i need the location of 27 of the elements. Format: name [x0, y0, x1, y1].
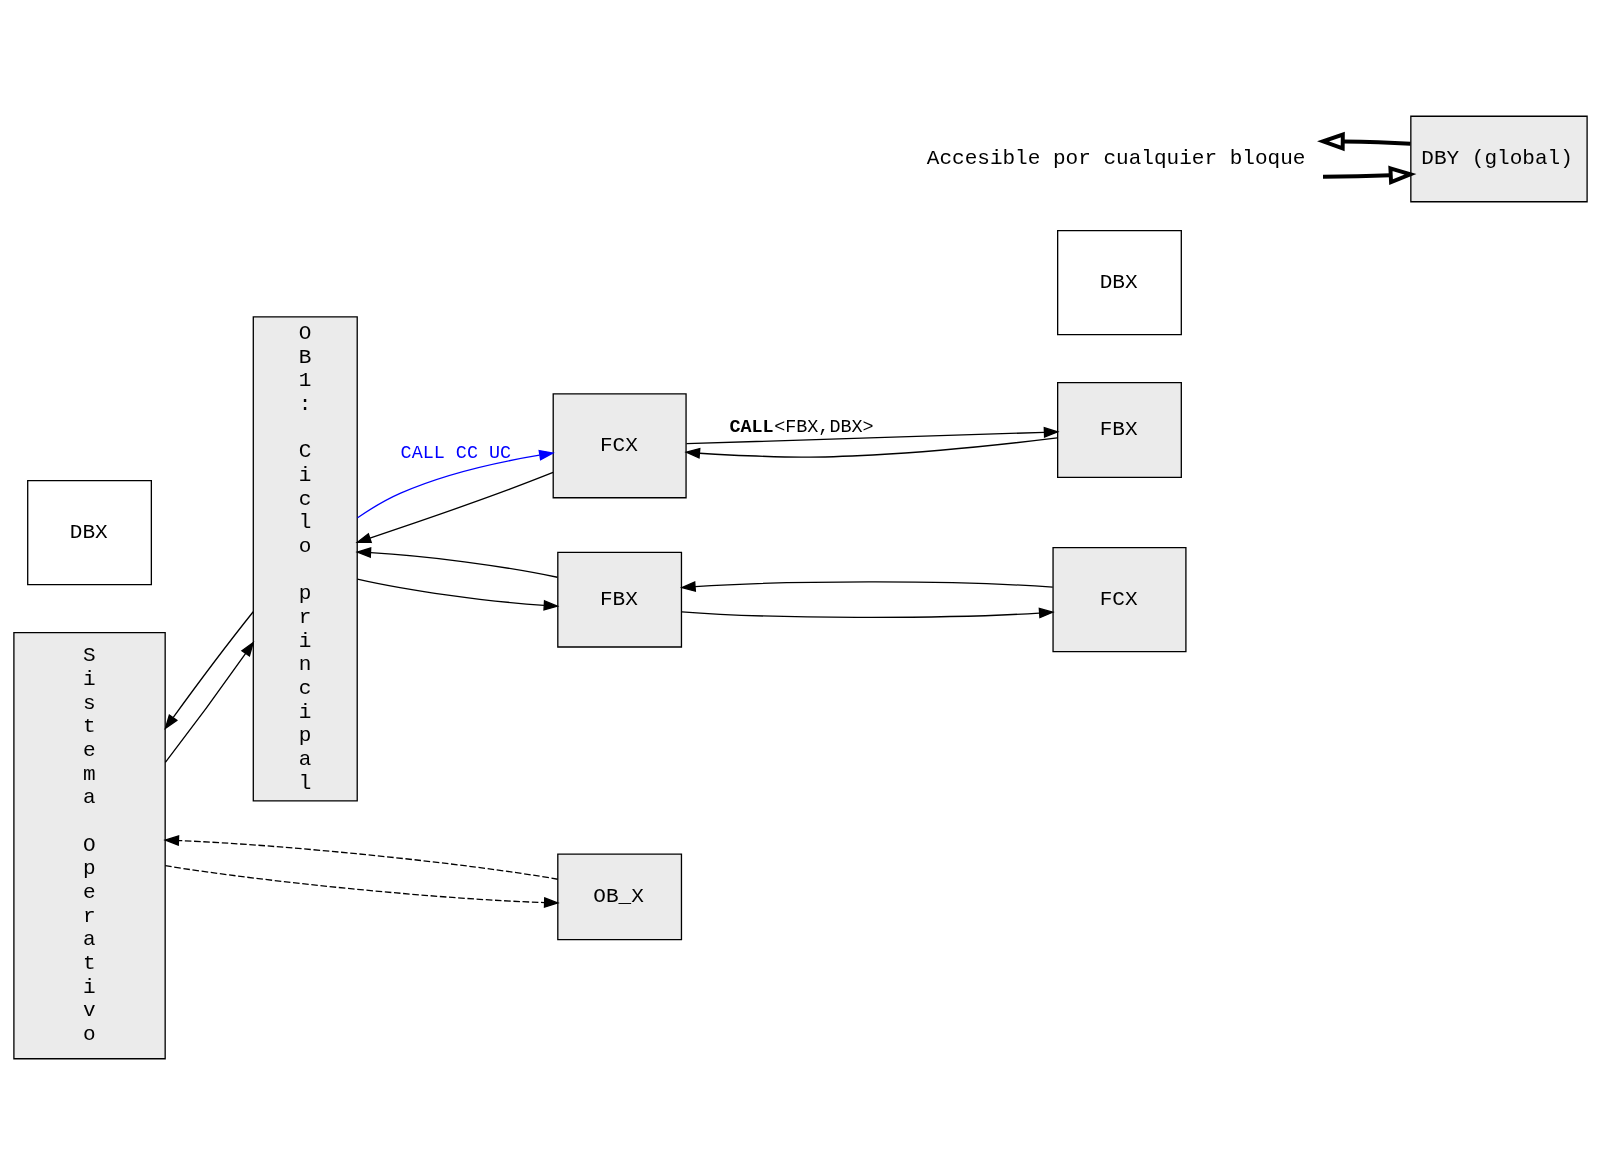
node-box: DBX	[1057, 230, 1182, 336]
arrow	[356, 449, 555, 519]
arrow	[685, 426, 1060, 445]
arrow	[1323, 165, 1417, 185]
arrow	[684, 437, 1058, 459]
arrow	[355, 547, 559, 578]
arrow	[356, 578, 560, 611]
node-box: OB_X	[557, 853, 683, 941]
edge-label: CALL<FBX,DBX>	[729, 416, 874, 438]
arrow	[355, 471, 554, 544]
arrow	[164, 865, 560, 909]
node-box: Sistema Operativo	[13, 631, 166, 1060]
arrow	[1317, 131, 1411, 152]
node-box: FCX	[1052, 547, 1187, 653]
arrow	[679, 581, 1054, 593]
arrow	[164, 640, 255, 764]
node-box: FCX	[552, 393, 687, 499]
node-box: DBX	[27, 479, 152, 586]
arrow	[163, 835, 559, 880]
node-box: DBY (global)	[1410, 115, 1588, 203]
arrow	[164, 611, 254, 730]
node-text: Accesible por cualquier bloque	[926, 146, 1306, 171]
node-box: FBX	[1057, 381, 1182, 478]
edge-label: CALL CC UC	[400, 442, 512, 464]
node-box: OB1: Ciclo principal	[252, 316, 358, 802]
arrow	[681, 607, 1055, 619]
node-box: FBX	[557, 551, 683, 648]
